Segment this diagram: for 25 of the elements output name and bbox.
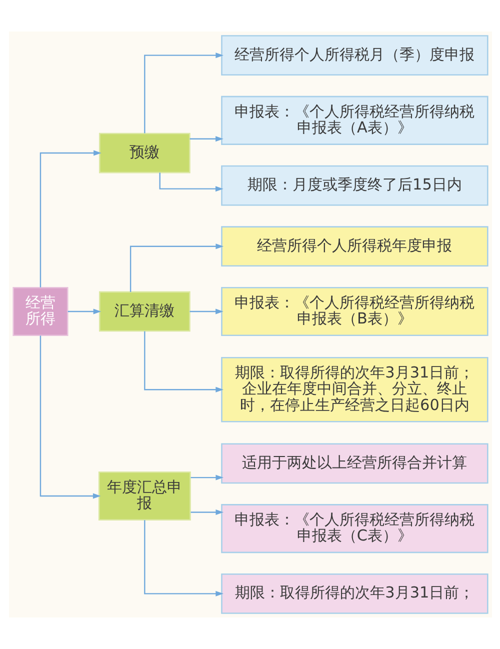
arrow	[190, 474, 224, 480]
node-box: 期限：取得所得的次年3月31日前；企业在年度中间合并、分立、终止时，在停止生产经营之日起60日内	[220, 356, 488, 422]
node-box: 期限：取得所得的次年3月31日前；	[220, 574, 488, 614]
node-box: 汇算清缴	[98, 291, 190, 332]
node-box: 申报表：《个人所得税经营所得纳税申报表（C表）》	[220, 504, 488, 554]
node-box: 经营所得	[12, 286, 68, 336]
node-box: 申报表：《个人所得税经营所得纳税申报表（A表）》	[220, 96, 488, 145]
arrow	[190, 510, 224, 516]
arrow	[158, 172, 223, 192]
node-box: 年度汇总申报	[98, 471, 190, 521]
node-box: 经营所得个人所得税月（季）度申报	[220, 35, 488, 76]
node-box: 预缴	[98, 132, 190, 174]
arrow	[144, 331, 223, 392]
arrow	[189, 136, 223, 142]
arrow	[67, 308, 101, 314]
node-box: 申报表：《个人所得税经营所得纳税申报表（B表）》	[220, 286, 488, 336]
node-box: 经营所得个人所得税年度申报	[220, 226, 488, 267]
node-box: 适用于两处以上经营所得合并计算	[220, 443, 488, 484]
arrow	[189, 308, 223, 314]
arrow	[144, 520, 223, 596]
arrow	[144, 52, 223, 134]
arrow	[39, 336, 100, 499]
node-box: 期限：月度或季度终了后15日内	[220, 165, 488, 206]
arrow	[129, 244, 224, 292]
arrow	[39, 150, 101, 288]
